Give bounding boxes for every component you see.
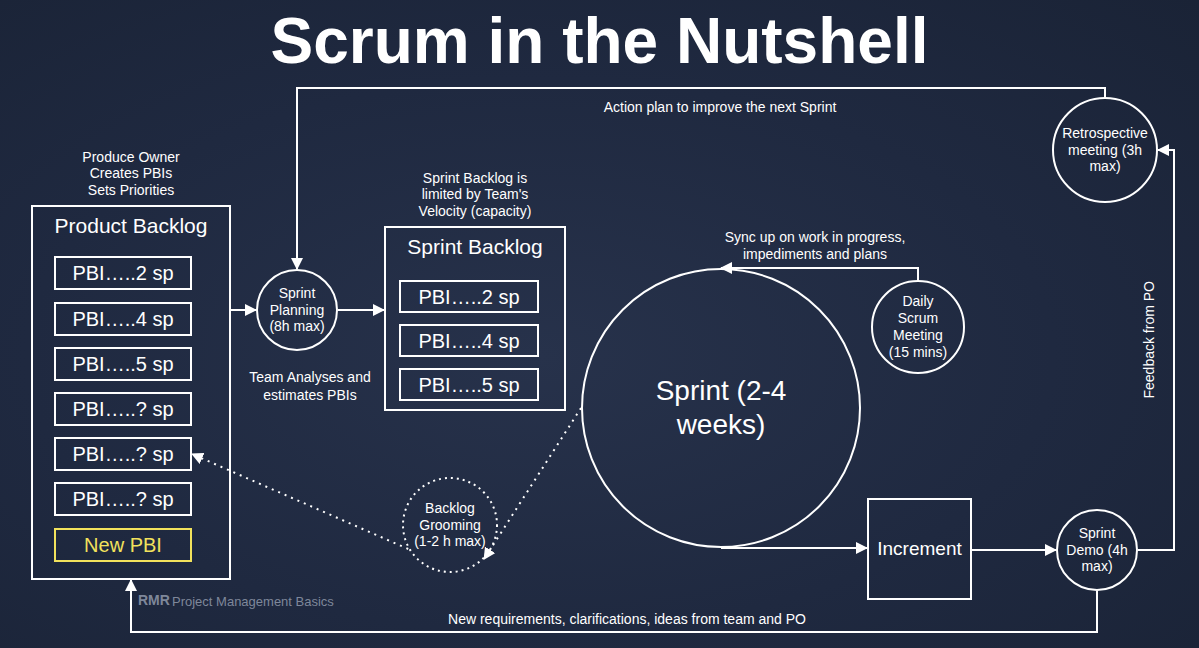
item-label: PBI…..5 sp <box>72 352 173 376</box>
backlog-item: PBI…..? sp <box>54 482 192 516</box>
edge-label: Feedback from PO <box>1141 281 1159 399</box>
slide-title: Scrum in the Nutshell <box>0 6 1199 76</box>
backlog-panel: Sprint Backlog is limited by Team's Velo… <box>384 226 566 411</box>
flow-arrow <box>297 88 1105 269</box>
annotation-text: Team Analyses and estimates PBIs <box>244 369 376 404</box>
event-circle: Retrospective meeting (3h max) <box>1052 97 1158 203</box>
watermark-logo: RMR <box>138 592 170 610</box>
item-label: PBI…..? sp <box>72 487 173 511</box>
flow-arrow <box>972 549 1056 551</box>
panel-title: Product Backlog <box>33 207 229 238</box>
item-label: PBI…..? sp <box>72 442 173 466</box>
panel-title: Sprint Backlog <box>386 228 564 259</box>
node-label: Sprint Demo (4h max) <box>1065 525 1129 575</box>
flow-arrow <box>131 580 1097 632</box>
watermark-text: Project Management Basics <box>172 594 334 610</box>
event-circle: Sprint (2-4 weeks) <box>581 268 861 548</box>
connector-group <box>131 88 1174 632</box>
node-label: Backlog Grooming (1-2 h max) <box>409 500 491 550</box>
circle-outline-shape <box>1057 510 1137 590</box>
item-label: PBI…..4 sp <box>72 307 173 331</box>
edge-label: Sync up on work in progress, impediments… <box>708 229 923 264</box>
backlog-panel: Produce Owner Creates PBIs Sets Prioriti… <box>31 205 231 580</box>
node-label: Increment <box>877 538 961 561</box>
panel-heading: Produce Owner Creates PBIs Sets Prioriti… <box>76 149 186 199</box>
flow-arrow <box>484 408 581 559</box>
backlog-item: PBI…..2 sp <box>399 280 539 313</box>
event-circle: Sprint Demo (4h max) <box>1056 509 1138 591</box>
event-circle: Daily Scrum Meeting (15 mins) <box>871 280 965 374</box>
event-circle: Backlog Grooming (1-2 h max) <box>402 477 498 573</box>
process-box: Increment <box>867 498 972 600</box>
flow-arrow <box>721 268 918 280</box>
edge-label: New requirements, clarifications, ideas … <box>448 611 806 629</box>
edge-label: Action plan to improve the next Sprint <box>604 99 837 117</box>
item-label: PBI…..5 sp <box>418 373 519 397</box>
panel-heading: Sprint Backlog is limited by Team's Velo… <box>405 170 545 220</box>
flow-arrow <box>192 454 408 549</box>
item-label: PBI…..2 sp <box>72 261 173 285</box>
backlog-item: PBI…..2 sp <box>54 256 192 290</box>
circle-outline-shape <box>403 478 497 572</box>
flow-arrow <box>231 309 256 311</box>
node-label: Sprint (2-4 weeks) <box>621 374 821 441</box>
backlog-item: PBI…..? sp <box>54 437 192 471</box>
node-label: Daily Scrum Meeting (15 mins) <box>882 293 954 360</box>
backlog-item: PBI…..5 sp <box>399 368 539 401</box>
flow-arrow <box>1138 150 1174 550</box>
circle-outline-shape <box>872 281 964 373</box>
item-label: PBI…..? sp <box>72 397 173 421</box>
circle-outline-shape <box>1053 98 1157 202</box>
item-label: PBI…..4 sp <box>418 329 519 353</box>
node-label: Retrospective meeting (3h max) <box>1057 125 1153 175</box>
backlog-item: PBI…..4 sp <box>399 324 539 357</box>
backlog-item: New PBI <box>54 528 192 562</box>
item-label: PBI…..2 sp <box>418 285 519 309</box>
circle-outline-shape <box>582 269 860 547</box>
backlog-item: PBI…..? sp <box>54 392 192 426</box>
event-circle: Sprint Planning (8h max) <box>256 269 338 351</box>
circle-outline-shape <box>257 270 337 350</box>
backlog-item: PBI…..4 sp <box>54 302 192 336</box>
flow-arrow <box>721 547 867 549</box>
circle-outline <box>581 268 861 548</box>
node-label: Sprint Planning (8h max) <box>264 285 330 335</box>
item-label: New PBI <box>84 533 162 557</box>
backlog-item: PBI…..5 sp <box>54 347 192 381</box>
flow-arrow <box>338 309 384 311</box>
